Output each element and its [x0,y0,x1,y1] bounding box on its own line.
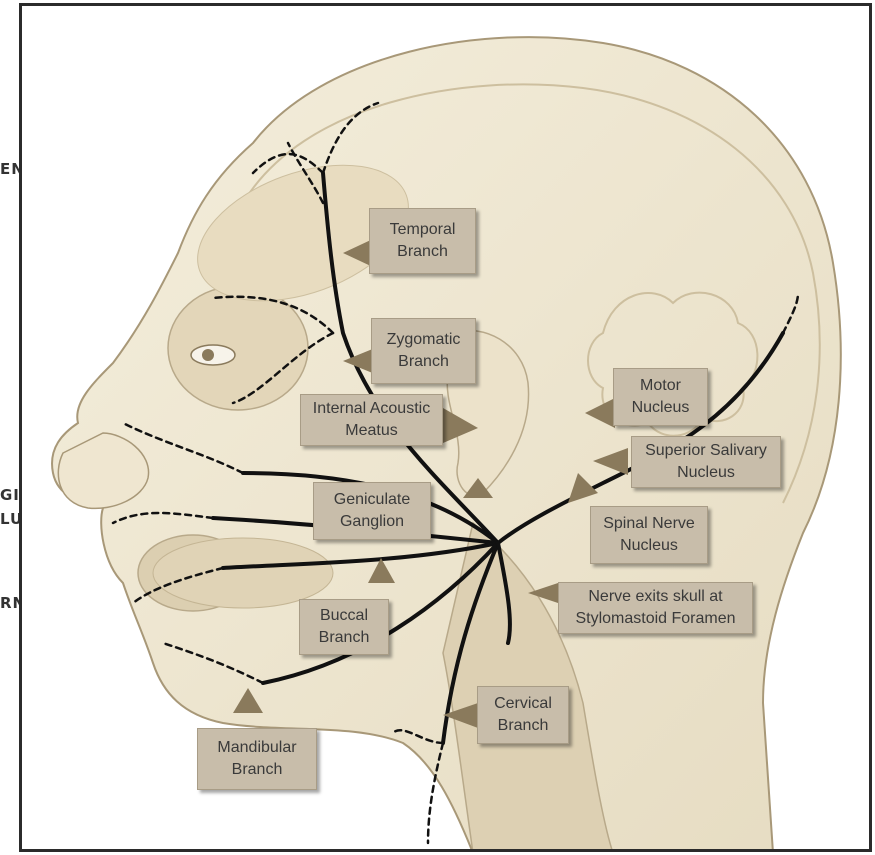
label-zygomatic-branch: Zygomatic Branch [371,318,476,384]
label-internal-acoustic-meatus: Internal Acoustic Meatus [300,394,443,446]
buccinator [153,538,333,608]
label-buccal-branch: Buccal Branch [299,599,389,655]
label-mandibular-branch: Mandibular Branch [197,728,317,790]
label-nerve-exits-skull: Nerve exits skull at Stylomastoid Forame… [558,582,753,634]
label-cervical-branch: Cervical Branch [477,686,569,744]
iris [202,349,214,361]
diagram-frame: Temporal Branch Zygomatic Branch Interna… [19,3,872,852]
label-motor-nucleus: Motor Nucleus [613,368,708,426]
label-spinal-nerve-nucleus: Spinal Nerve Nucleus [590,506,708,564]
label-temporal-branch: Temporal Branch [369,208,476,274]
label-superior-salivary-nucleus: Superior Salivary Nucleus [631,436,781,488]
label-geniculate-ganglion: Geniculate Ganglion [313,482,431,540]
facial-nerve-illustration [22,6,869,849]
background-text-fragment: GI [0,486,20,504]
